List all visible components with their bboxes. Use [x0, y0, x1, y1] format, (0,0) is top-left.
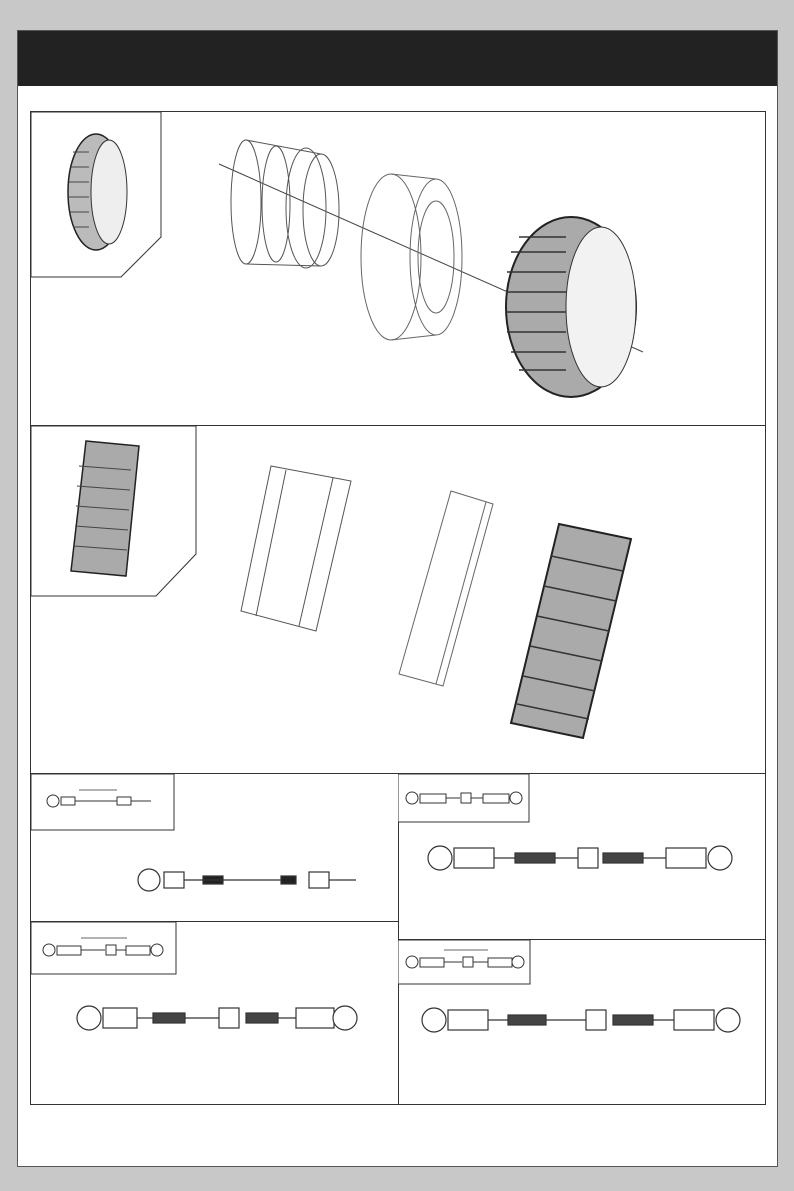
tire-foam-insert [399, 491, 493, 686]
wheel-rim [241, 466, 351, 631]
tire [511, 524, 631, 738]
wheel-rim [231, 140, 339, 268]
linkage-rod-1-panel [31, 774, 398, 922]
tire [506, 217, 636, 397]
turnbuckle-3-diagram [398, 940, 765, 1104]
tire-foam-insert [361, 174, 462, 340]
wheel-assembly-panel-1 [31, 112, 765, 426]
assembled-tire-thumbnail [68, 134, 127, 250]
turnbuckle-detail [422, 1008, 740, 1032]
turnbuckle-2-panel [31, 922, 398, 1104]
wheel-assembly-1-diagram [31, 112, 765, 426]
turnbuckle-1-panel [398, 774, 765, 940]
turnbuckle-1-diagram [398, 774, 765, 940]
page-title [18, 31, 777, 67]
header-bar [18, 31, 777, 86]
content-frame [30, 111, 766, 1105]
turnbuckle-detail [77, 1006, 357, 1030]
linkage-rod-1-diagram [31, 774, 398, 922]
turnbuckle-thumbnail [406, 792, 522, 804]
turnbuckle-detail [428, 846, 732, 870]
wheel-assembly-2-diagram [31, 426, 765, 774]
manual-page [17, 30, 778, 1167]
rod-detail [138, 869, 356, 891]
turnbuckle-2-diagram [31, 922, 398, 1104]
wheel-assembly-panel-2 [31, 426, 765, 774]
turnbuckle-3-panel [398, 940, 765, 1104]
